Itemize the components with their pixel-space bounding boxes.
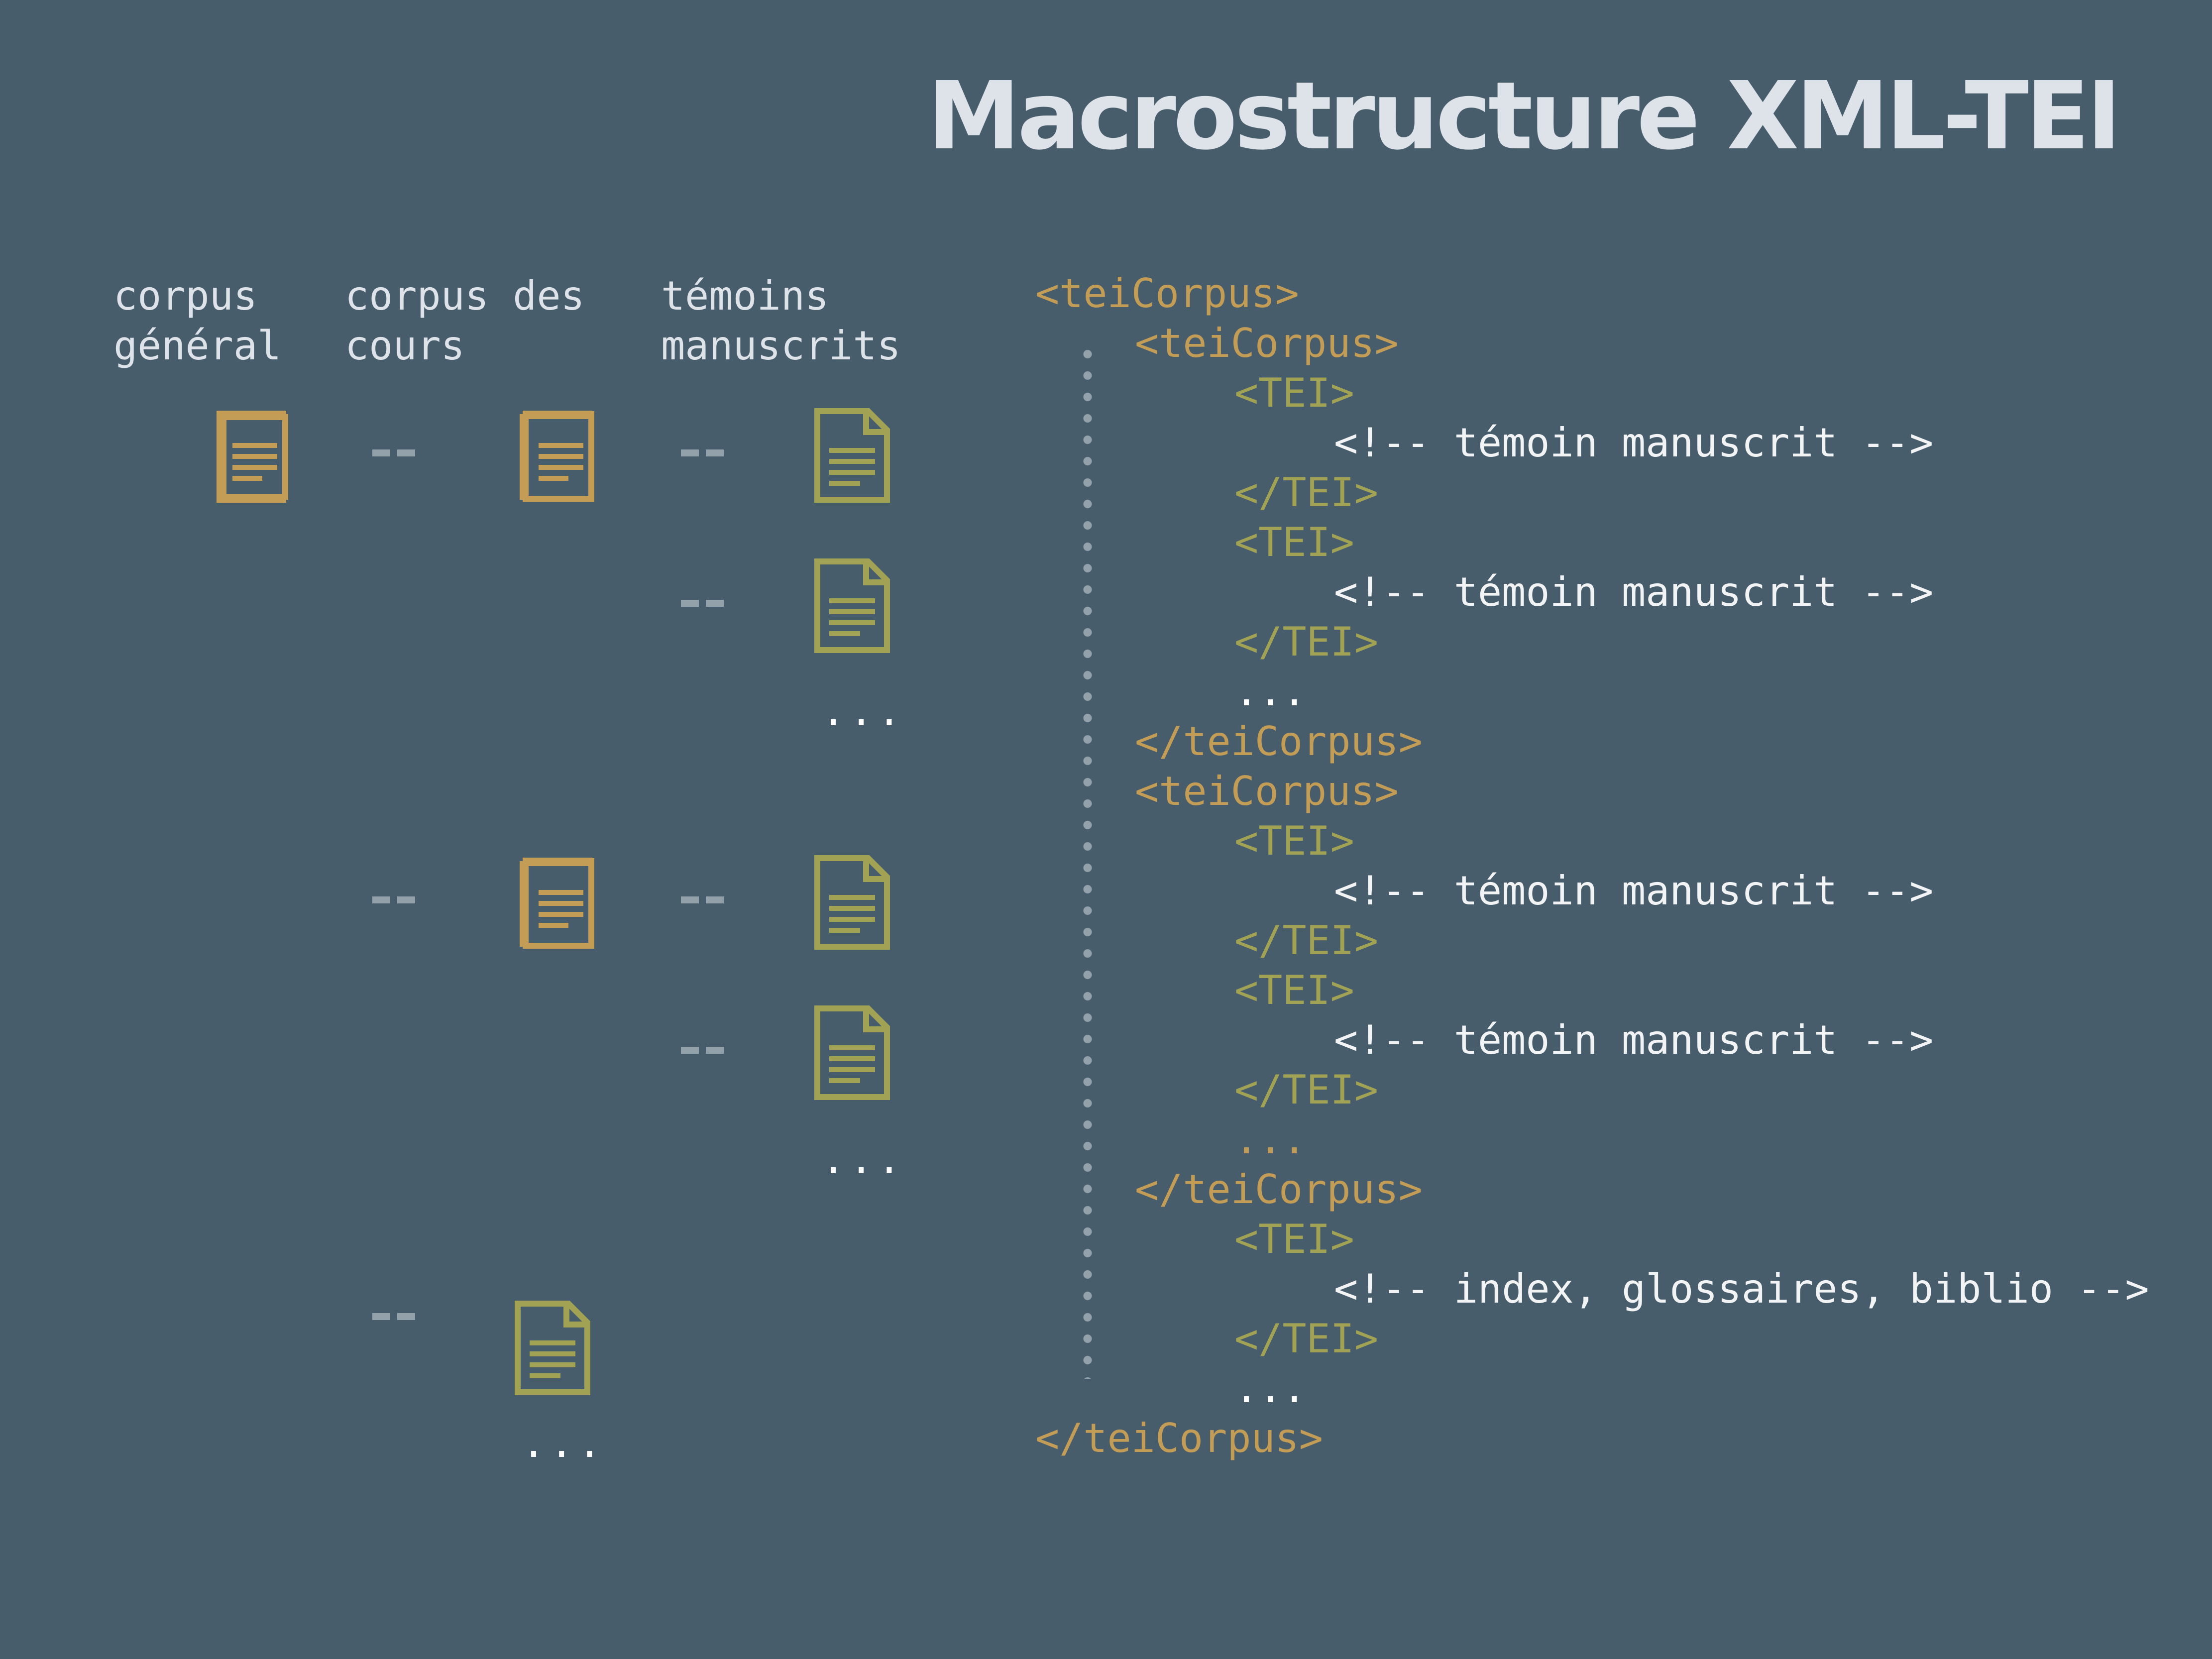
code-line: </teiCorpus> xyxy=(1035,1415,1323,1461)
xml-code-block: <teiCorpus><teiCorpus><TEI><!-- témoin m… xyxy=(1035,269,2149,1463)
document-icon xyxy=(814,1005,890,1100)
connector-dash xyxy=(681,1047,699,1054)
connector-dash xyxy=(681,600,699,607)
code-line: <teiCorpus> xyxy=(1135,768,1399,814)
code-line: <!-- index, glossaires, biblio --> xyxy=(1334,1266,2149,1312)
column-header-line: général xyxy=(113,323,282,369)
connector-dash xyxy=(706,896,724,903)
code-line: <TEI> xyxy=(1234,370,1354,416)
connector-dash xyxy=(372,449,390,456)
column-header-line: corpus des xyxy=(345,273,585,319)
corpus-book-icon xyxy=(520,411,594,502)
document-icon xyxy=(814,408,890,503)
document-icon xyxy=(814,855,890,950)
column-header-line: témoins xyxy=(661,273,829,319)
dotted-guide-line xyxy=(1083,343,1093,1379)
connector-dash xyxy=(397,1313,415,1320)
connector-dash xyxy=(706,600,724,607)
code-line: <TEI> xyxy=(1234,1216,1354,1262)
column-header-line: cours xyxy=(345,323,465,369)
code-line: <!-- témoin manuscrit --> xyxy=(1334,1017,1934,1063)
connector-dash xyxy=(706,1047,724,1054)
code-line: <TEI> xyxy=(1234,818,1354,864)
code-line: <TEI> xyxy=(1234,967,1354,1013)
column-header-corpus-cours: corpus des cours xyxy=(345,271,585,371)
document-icon xyxy=(515,1301,590,1395)
code-line: <!-- témoin manuscrit --> xyxy=(1334,868,1934,914)
document-icon xyxy=(814,558,890,653)
connector-dash xyxy=(681,449,699,456)
code-line: </teiCorpus> xyxy=(1135,718,1423,765)
connector-dash xyxy=(706,449,724,456)
corpus-book-icon xyxy=(217,411,288,503)
code-line: ... xyxy=(1234,1365,1307,1412)
page-title: Macrostructure XML-TEI xyxy=(927,62,2121,171)
code-line: </TEI> xyxy=(1234,1067,1378,1113)
connector-dash xyxy=(397,449,415,456)
code-line: ... xyxy=(1234,1116,1307,1163)
column-header-line: manuscrits xyxy=(661,323,901,369)
connector-dash xyxy=(372,896,390,903)
code-line: <TEI> xyxy=(1234,519,1354,565)
connector-dash xyxy=(372,1313,390,1320)
column-header-temoins: témoins manuscrits xyxy=(661,271,901,371)
code-line: <teiCorpus> xyxy=(1135,320,1399,366)
ellipsis: ... xyxy=(821,688,905,735)
code-line: </TEI> xyxy=(1234,1316,1378,1362)
code-line: <!-- témoin manuscrit --> xyxy=(1334,569,1934,615)
code-line: </TEI> xyxy=(1234,917,1378,964)
column-header-line: corpus xyxy=(113,273,257,319)
code-line: <teiCorpus> xyxy=(1035,270,1299,317)
code-line: </TEI> xyxy=(1234,469,1378,516)
connector-dash xyxy=(681,896,699,903)
ellipsis: ... xyxy=(522,1420,606,1466)
code-line: </teiCorpus> xyxy=(1135,1166,1423,1213)
column-header-corpus-general: corpus général xyxy=(113,271,281,371)
connector-dash xyxy=(397,896,415,903)
corpus-book-icon xyxy=(520,858,594,949)
code-line: ... xyxy=(1234,668,1307,715)
code-line: <!-- témoin manuscrit --> xyxy=(1334,420,1934,466)
code-line: </TEI> xyxy=(1234,619,1378,665)
ellipsis: ... xyxy=(821,1136,905,1183)
